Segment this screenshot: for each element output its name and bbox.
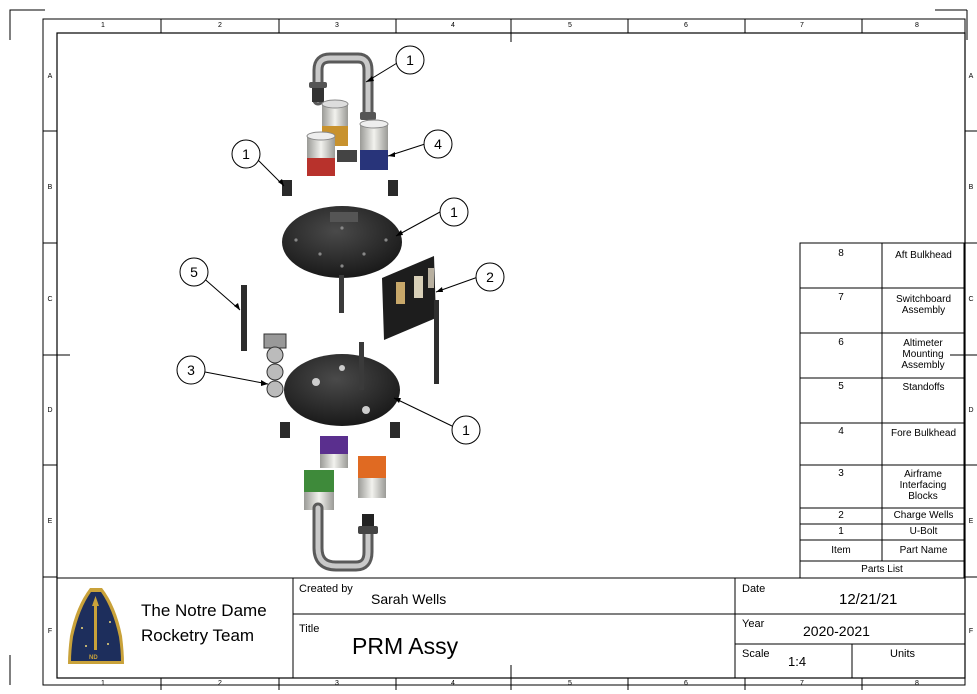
zone-col-1-bottom: 1 xyxy=(101,680,105,687)
balloon-aft-plate: 1 xyxy=(462,422,470,438)
u-bolt-bottom xyxy=(312,502,378,572)
zone-frame xyxy=(42,18,966,686)
units-label: Units xyxy=(890,648,916,660)
parts-header-item: Item xyxy=(831,545,851,556)
balloon-u-bolt-top: 1 xyxy=(406,52,414,68)
parts-row-7-item: 7 xyxy=(838,292,844,303)
zone-col-3-top: 3 xyxy=(335,22,339,29)
date-label: Date xyxy=(742,583,766,595)
zone-row-f-left: F xyxy=(47,628,53,635)
parts-row-6-item: 6 xyxy=(838,337,844,348)
parts-row-5-name: Standoffs xyxy=(902,382,945,393)
zone-ticks xyxy=(43,19,977,690)
zone-row-c-right: C xyxy=(968,296,974,303)
charge-well-upper-red xyxy=(306,131,336,176)
parts-row-8-name: Aft Bulkhead xyxy=(895,250,952,261)
rocketry-team-logo xyxy=(68,588,124,664)
balloon-standoffs: 5 xyxy=(190,264,198,280)
zone-row-c-left: C xyxy=(47,296,53,303)
parts-row-2-name: Charge Wells xyxy=(893,510,954,521)
terminal-block-upper xyxy=(337,150,357,162)
zone-col-7-bottom: 7 xyxy=(800,680,804,687)
parts-row-2-item: 2 xyxy=(838,510,844,521)
zone-col-5-top: 5 xyxy=(568,22,572,29)
year-label: Year xyxy=(742,618,765,630)
aft-bulkhead-plate xyxy=(284,342,400,426)
zone-col-4-top: 4 xyxy=(451,22,455,29)
balloon-arrowheads xyxy=(234,76,443,403)
scale-value: 1:4 xyxy=(788,654,807,669)
team-name-line1: The Notre Dame xyxy=(141,601,267,620)
zone-row-e-right: E xyxy=(968,518,974,525)
drawing-border xyxy=(56,32,966,679)
charge-well-lower-orange xyxy=(358,456,386,498)
title-block-grid xyxy=(57,577,965,678)
zone-col-6-top: 6 xyxy=(684,22,688,29)
zone-col-2-top: 2 xyxy=(218,22,222,29)
balloon-charge-wells: 2 xyxy=(486,269,494,285)
interfacing-blocks-lower xyxy=(280,422,400,438)
drawing-title: PRM Assy xyxy=(352,633,459,659)
created-by-value: Sarah Wells xyxy=(371,591,447,607)
zone-col-4-bottom: 4 xyxy=(451,680,455,687)
title-label: Title xyxy=(299,623,320,635)
zone-col-7-top: 7 xyxy=(800,22,804,29)
zone-row-b-left: B xyxy=(47,184,53,191)
zone-row-e-left: E xyxy=(47,518,53,525)
date-value: 12/21/21 xyxy=(839,591,898,608)
altimeter-sled xyxy=(382,256,439,384)
parts-row-6-name: Altimeter Mounting Assembly xyxy=(901,338,945,371)
zone-col-3-bottom: 3 xyxy=(335,680,339,687)
parts-row-3-item: 3 xyxy=(838,468,844,479)
parts-row-1-name: U-Bolt xyxy=(909,526,938,537)
sheet-corner-marks xyxy=(9,9,968,685)
zone-col-8-top: 8 xyxy=(915,22,919,29)
balloon-airframe-blocks: 3 xyxy=(187,362,195,378)
parts-row-4-item: 4 xyxy=(838,426,844,437)
parts-row-8-item: 8 xyxy=(838,248,844,259)
created-by-label: Created by xyxy=(299,583,353,595)
balloon-fore-bulkhead: 4 xyxy=(434,136,442,152)
zone-col-5-bottom: 5 xyxy=(568,680,572,687)
airframe-blocks-stack xyxy=(263,333,287,398)
fore-bulkhead-plate xyxy=(282,206,402,278)
u-bolt-top xyxy=(309,52,376,120)
zone-row-d-left: D xyxy=(47,407,53,414)
zone-row-a-left: A xyxy=(47,73,53,80)
team-name-line2: Rocketry Team xyxy=(141,626,255,645)
scale-label: Scale xyxy=(742,648,770,660)
parts-header-name: Part Name xyxy=(899,545,948,556)
standoff-left xyxy=(241,285,247,351)
zone-col-1-top: 1 xyxy=(101,22,105,29)
parts-row-5-item: 5 xyxy=(838,381,844,392)
parts-row-7-name: Switchboard Assembly xyxy=(895,294,952,316)
interfacing-blocks-upper xyxy=(282,180,398,196)
zone-row-d-right: D xyxy=(968,407,974,414)
balloon-fore-plate: 1 xyxy=(450,204,458,220)
balloon-circles xyxy=(176,45,505,445)
zone-row-a-right: A xyxy=(968,73,974,80)
charge-well-upper-blue xyxy=(359,119,389,170)
charge-well-lower-purple xyxy=(320,436,348,468)
logo-monogram: ND xyxy=(89,655,98,661)
parts-row-4-name: Fore Bulkhead xyxy=(890,428,957,439)
zone-row-b-right: B xyxy=(968,184,974,191)
parts-list-title: Parts List xyxy=(861,564,903,575)
balloon-upper-blocks: 1 xyxy=(242,146,250,162)
zone-col-2-bottom: 2 xyxy=(218,680,222,687)
charge-well-lower-green xyxy=(304,470,334,510)
year-value: 2020-2021 xyxy=(803,623,870,639)
zone-col-6-bottom: 6 xyxy=(684,680,688,687)
zone-row-f-right: F xyxy=(968,628,974,635)
parts-row-1-item: 1 xyxy=(838,526,844,537)
standoff-center xyxy=(339,275,344,313)
zone-col-8-bottom: 8 xyxy=(915,680,919,687)
parts-row-3-name: Airframe Interfacing Blocks xyxy=(899,469,947,502)
